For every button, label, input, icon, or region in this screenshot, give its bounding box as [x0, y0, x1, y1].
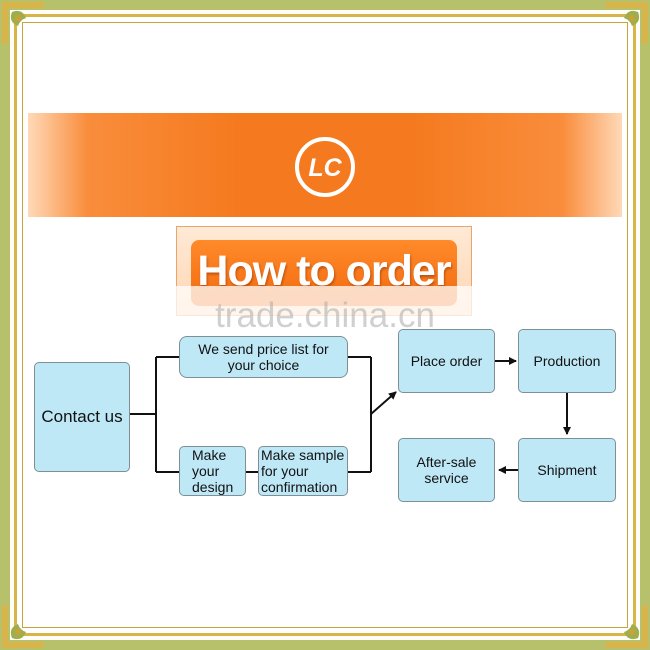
node-label: We send price list for your choice: [198, 341, 329, 373]
corner-ornament-icon: [606, 2, 648, 44]
node-label: Make sample for your confirmation: [261, 447, 345, 495]
corner-ornament-icon: [606, 606, 648, 648]
node-contact-us: Contact us: [34, 362, 130, 472]
node-label: Production: [533, 353, 601, 369]
node-price-list: We send price list for your choice: [179, 336, 348, 378]
node-production: Production: [518, 329, 616, 393]
node-make-sample: Make sample for your confirmation: [258, 446, 348, 496]
edge-to-place-order: [370, 391, 397, 415]
node-label: Shipment: [537, 462, 597, 478]
watermark-band: [28, 286, 622, 334]
corner-ornament-icon: [2, 2, 44, 44]
node-place-order: Place order: [398, 329, 495, 393]
corner-ornament-icon: [2, 606, 44, 648]
node-label: Contact us: [41, 407, 123, 426]
node-label: After-sale service: [416, 454, 477, 486]
watermark: trade.china.cn: [215, 296, 435, 335]
logo-letters: LC: [308, 154, 342, 182]
frame-line: [22, 22, 628, 628]
node-after-sale: After-sale service: [398, 438, 495, 502]
node-shipment: Shipment: [518, 438, 616, 502]
node-make-design: Make your design: [179, 446, 246, 496]
node-label: Place order: [410, 353, 483, 369]
node-label: Make your design: [192, 447, 234, 495]
lc-logo-icon: LC: [295, 137, 355, 197]
